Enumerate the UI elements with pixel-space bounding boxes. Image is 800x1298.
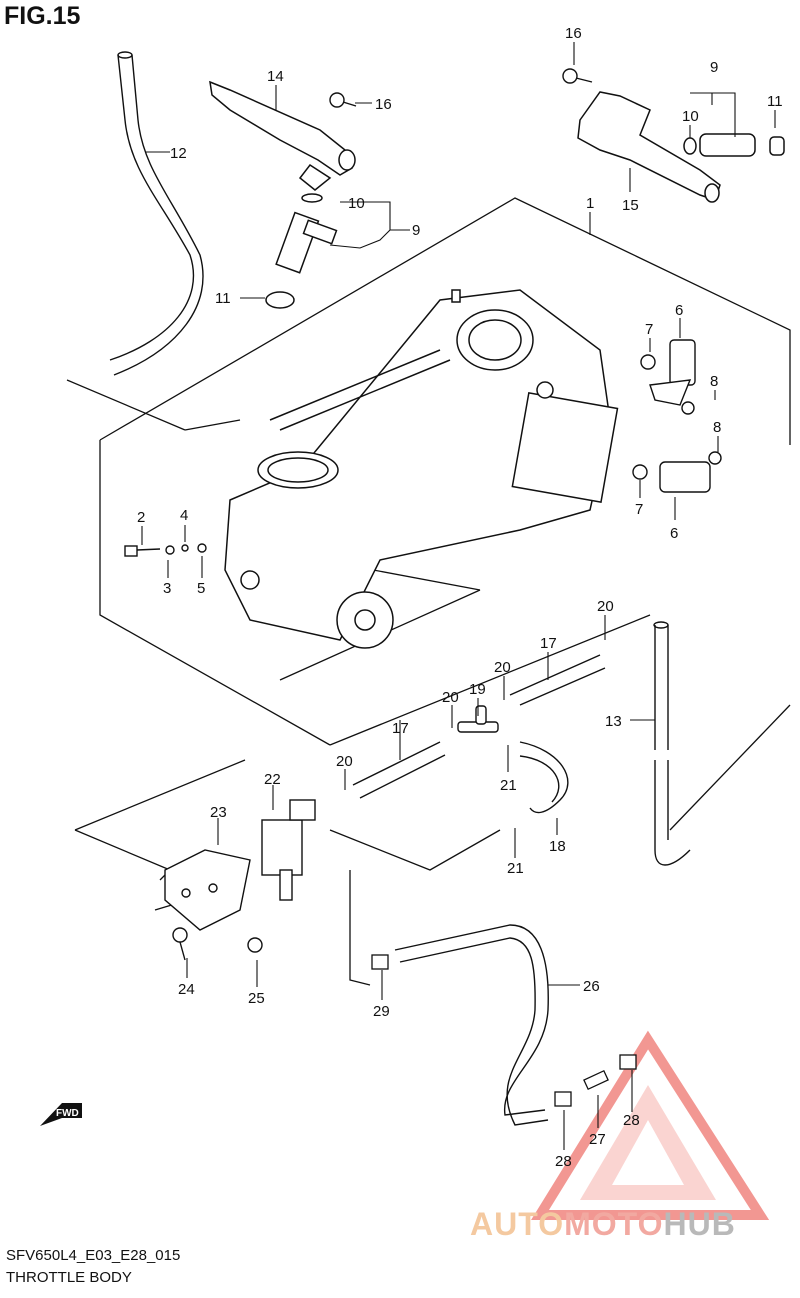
- callout-20c: 20: [442, 689, 459, 706]
- callout-8a: 8: [710, 373, 718, 390]
- callout-11b: 11: [215, 290, 231, 307]
- leader-lines: [141, 42, 776, 1150]
- injector-right: [683, 133, 785, 157]
- callout-19: 19: [469, 681, 486, 698]
- callout-17b: 17: [392, 720, 409, 737]
- callout-1: 1: [586, 195, 594, 212]
- diagram-code: SFV650L4_E03_E28_015: [6, 1247, 181, 1264]
- callout-15: 15: [622, 197, 639, 214]
- callout-23: 23: [210, 804, 227, 821]
- callout-labels: 1 2 3 4 5 6 6 7 7 8 8 9 9 10 10 11 11 12…: [137, 25, 783, 1170]
- throttle-body: [224, 289, 619, 649]
- watermark-text: AUTOMOTOHUB: [470, 1206, 736, 1243]
- callout-5: 5: [197, 580, 205, 597]
- callout-25: 25: [248, 990, 265, 1007]
- callout-28a: 28: [555, 1153, 572, 1170]
- fuel-rail-left: [209, 80, 356, 191]
- clamps: [371, 954, 637, 1107]
- callout-7b: 7: [635, 501, 643, 518]
- callout-20a: 20: [597, 598, 614, 615]
- callout-10a: 10: [682, 108, 699, 125]
- callout-6a: 6: [675, 302, 683, 319]
- watermark-auto: AUTO: [470, 1206, 565, 1242]
- hose-18: [519, 741, 569, 814]
- diagram-title: THROTTLE BODY: [6, 1269, 132, 1286]
- callout-18: 18: [549, 838, 566, 855]
- pipes-17: [352, 654, 606, 799]
- hose-13: [653, 621, 691, 866]
- callout-11a: 11: [767, 93, 783, 110]
- callout-20b: 20: [494, 659, 511, 676]
- callout-6b: 6: [670, 525, 678, 542]
- callout-21a: 21: [500, 777, 517, 794]
- callout-29: 29: [373, 1003, 390, 1020]
- fwd-arrow-icon: FWD: [40, 1103, 82, 1126]
- watermark-hub: HUB: [663, 1206, 736, 1242]
- hose-12: [109, 51, 204, 376]
- callout-14: 14: [267, 68, 284, 85]
- fuel-rail-right: [577, 91, 721, 203]
- injector-left: [265, 193, 338, 309]
- callout-16b: 16: [375, 96, 392, 113]
- callout-7a: 7: [645, 321, 653, 338]
- callout-9a: 9: [710, 59, 718, 76]
- callout-28b: 28: [623, 1112, 640, 1129]
- callout-21b: 21: [507, 860, 524, 877]
- tps-sensors: [632, 339, 711, 493]
- hose-26: [394, 924, 549, 1126]
- fwd-label: FWD: [56, 1108, 79, 1119]
- callout-22: 22: [264, 771, 281, 788]
- watermark-logo: [531, 1030, 770, 1220]
- callout-26: 26: [583, 978, 600, 995]
- callout-4: 4: [180, 507, 188, 524]
- callout-8b: 8: [713, 419, 721, 436]
- solenoid-22: [261, 799, 316, 901]
- callout-9b: 9: [412, 222, 420, 239]
- callout-16a: 16: [565, 25, 582, 42]
- callout-10b: 10: [348, 195, 365, 212]
- callout-17a: 17: [540, 635, 557, 652]
- callout-2: 2: [137, 509, 145, 526]
- callout-24: 24: [178, 981, 195, 998]
- bolts: [124, 68, 722, 961]
- callout-12: 12: [170, 145, 187, 162]
- callout-20d: 20: [336, 753, 353, 770]
- callout-13: 13: [605, 713, 622, 730]
- callout-27: 27: [589, 1131, 606, 1148]
- figure-title: FIG.15: [4, 2, 81, 30]
- watermark-moto: MOTO: [564, 1206, 664, 1242]
- callout-3: 3: [163, 580, 171, 597]
- bracket-23: [164, 849, 251, 931]
